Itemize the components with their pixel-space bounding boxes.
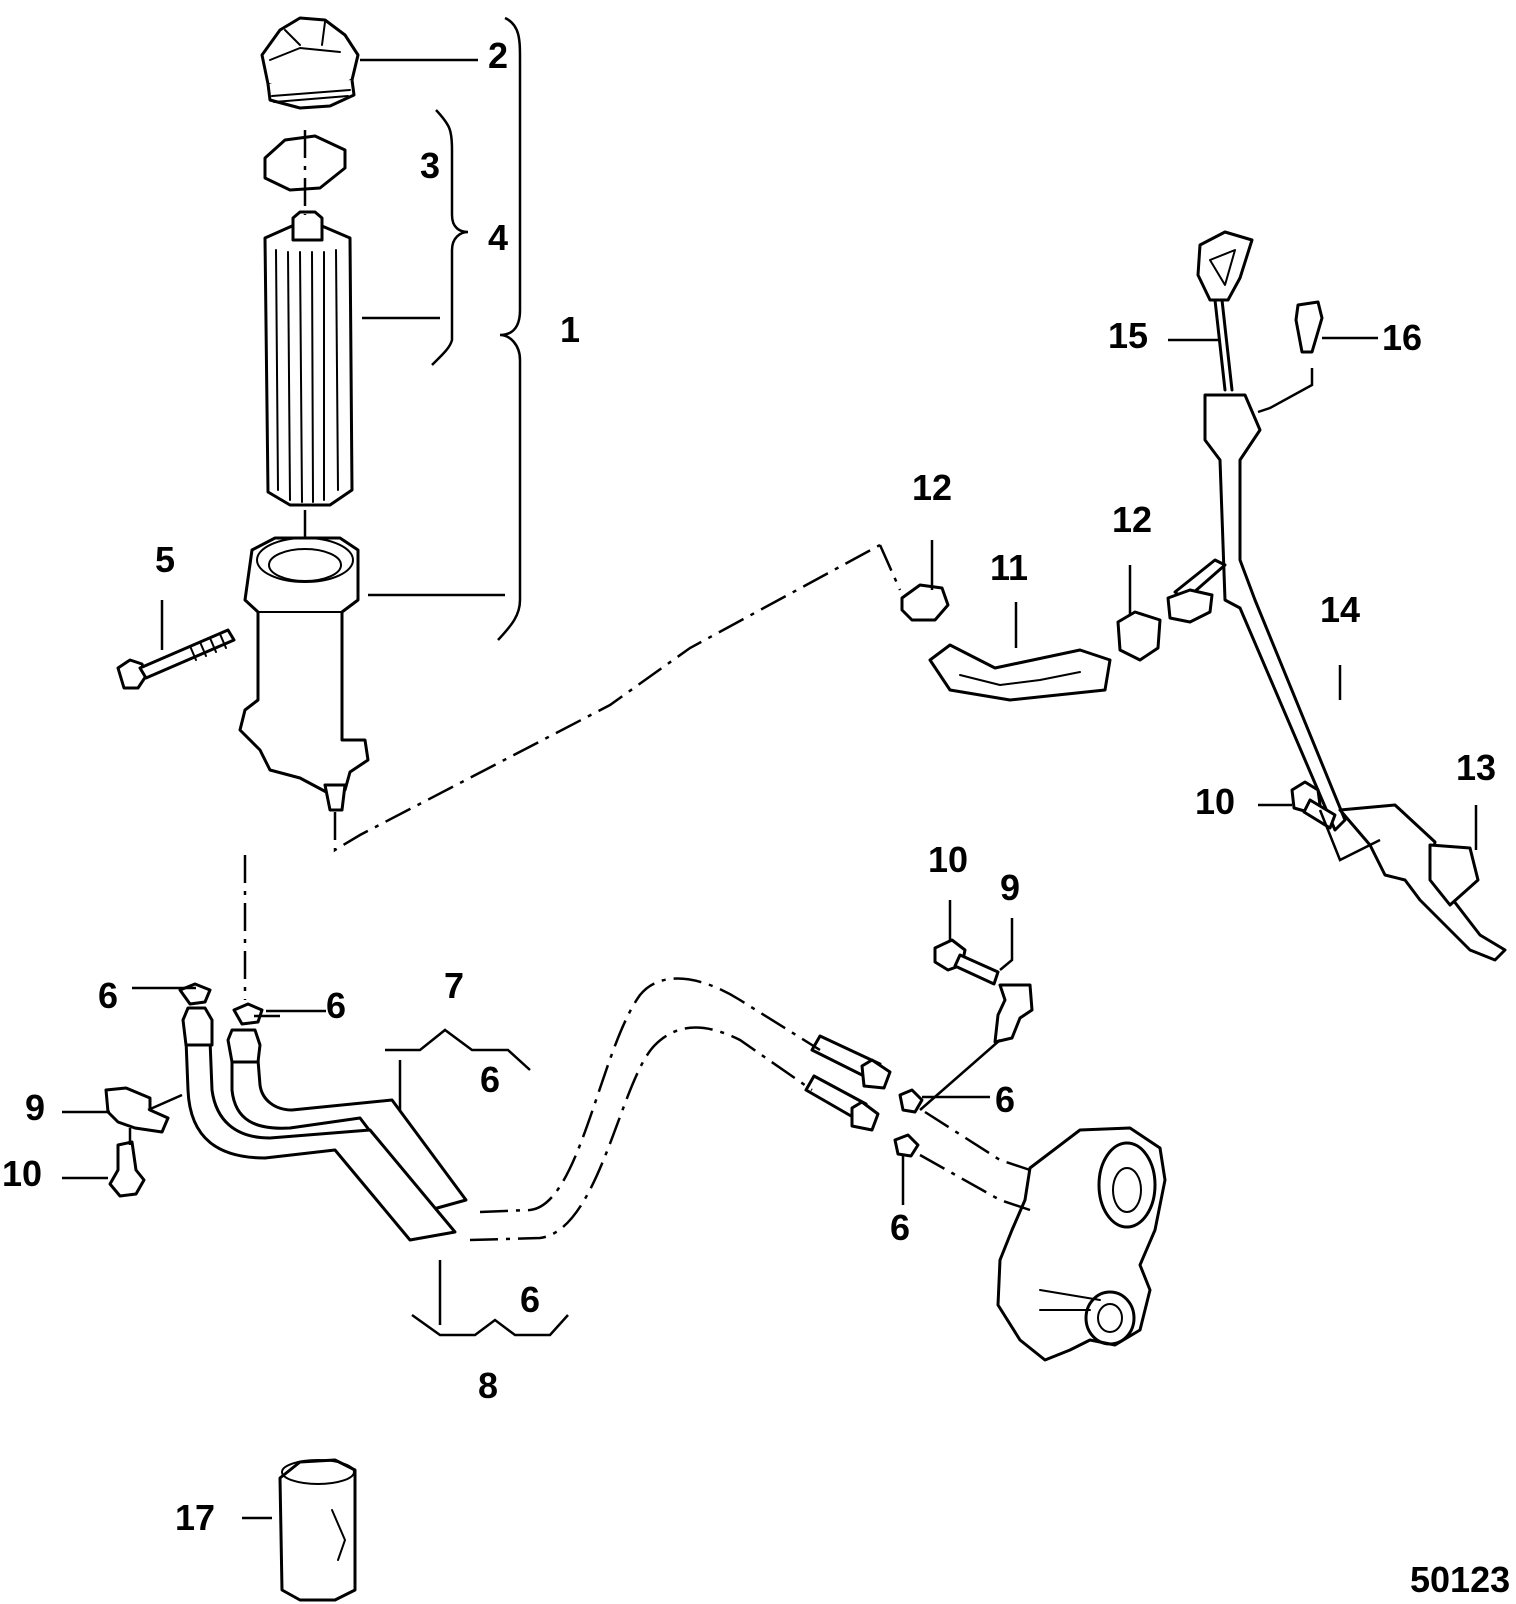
bracket-9-right — [993, 983, 1034, 1044]
callout-6-a: 6 — [98, 975, 118, 1016]
callout-16: 16 — [1382, 317, 1422, 358]
callout-12-a: 12 — [912, 467, 952, 508]
callout-6-f: 6 — [520, 1279, 540, 1320]
oil-line-7 — [226, 1028, 468, 1212]
hose-clamp-right — [1116, 610, 1162, 662]
filter-o-ring — [263, 134, 347, 192]
bolt-10-middle — [933, 938, 1000, 986]
dipstick-tube — [1173, 393, 1507, 962]
bolt-10-left — [108, 1140, 146, 1198]
filter-housing — [238, 536, 370, 812]
oil-filter-17 — [278, 1458, 357, 1602]
filter-cap — [260, 16, 360, 110]
dipstick — [1196, 230, 1254, 392]
connector-hose — [928, 643, 1112, 702]
callout-17: 17 — [175, 1497, 215, 1538]
callout-10-c: 10 — [1195, 781, 1235, 822]
callout-13: 13 — [1456, 747, 1496, 788]
hose-clamp-left — [900, 583, 950, 622]
callout-labels: 1 2 3 4 5 6 6 6 6 6 6 7 8 9 9 10 10 10 1… — [2, 35, 1510, 1600]
bolt-16 — [1294, 300, 1324, 354]
callout-4: 4 — [488, 217, 508, 258]
bolt-10-right — [1290, 780, 1337, 830]
callout-8: 8 — [478, 1365, 498, 1406]
callout-9-a: 9 — [25, 1087, 45, 1128]
callout-6-e: 6 — [890, 1207, 910, 1248]
hose-ends-right — [804, 1034, 892, 1132]
callout-9-b: 9 — [1000, 867, 1020, 908]
callout-6-d: 6 — [995, 1079, 1015, 1120]
hose-fitting-right — [1166, 588, 1214, 624]
leader-lines — [62, 16, 1478, 1520]
callout-2: 2 — [488, 35, 508, 76]
callout-10-b: 10 — [928, 839, 968, 880]
callout-12-b: 12 — [1112, 499, 1152, 540]
callout-6-c: 6 — [480, 1059, 500, 1100]
filter-element — [263, 210, 354, 507]
callout-10-a: 10 — [2, 1153, 42, 1194]
callout-11: 11 — [990, 547, 1028, 588]
callout-1: 1 — [560, 309, 580, 350]
figure-number: 50123 — [1410, 1559, 1510, 1600]
callout-3: 3 — [420, 145, 440, 186]
callout-15: 15 — [1108, 315, 1148, 356]
washers — [178, 982, 924, 1158]
oil-line-8 — [181, 1006, 457, 1242]
bracket-9-left — [104, 1086, 170, 1134]
oil-pump-adapter — [996, 1126, 1167, 1362]
callout-5: 5 — [155, 539, 175, 580]
callout-14: 14 — [1320, 589, 1360, 630]
alignment-lines — [243, 130, 1031, 1242]
callout-6-b: 6 — [326, 985, 346, 1026]
callout-7: 7 — [444, 965, 464, 1006]
mounting-bolt — [116, 628, 236, 690]
